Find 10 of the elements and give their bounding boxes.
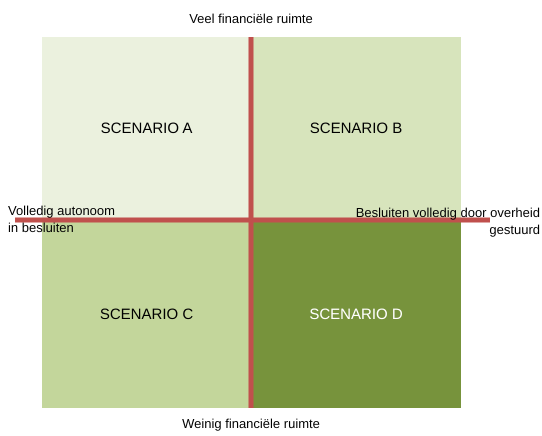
axis-label: Besluiten volledig door overheid gestuurd (354, 204, 540, 238)
scenario-quadrant (251, 37, 461, 220)
axis-label: Veel financiële ruimte (188, 10, 314, 27)
scenario-label: SCENARIO D (309, 306, 403, 322)
scenario-label: SCENARIO C (100, 306, 194, 322)
scenario-label: SCENARIO A (100, 120, 192, 137)
axis-label: Volledig autonoom in besluiten (8, 202, 116, 236)
scenario-label: SCENARIO B (310, 120, 402, 137)
axis-label: Weinig financiële ruimte (181, 415, 321, 432)
scenario-quadrant (251, 220, 461, 408)
